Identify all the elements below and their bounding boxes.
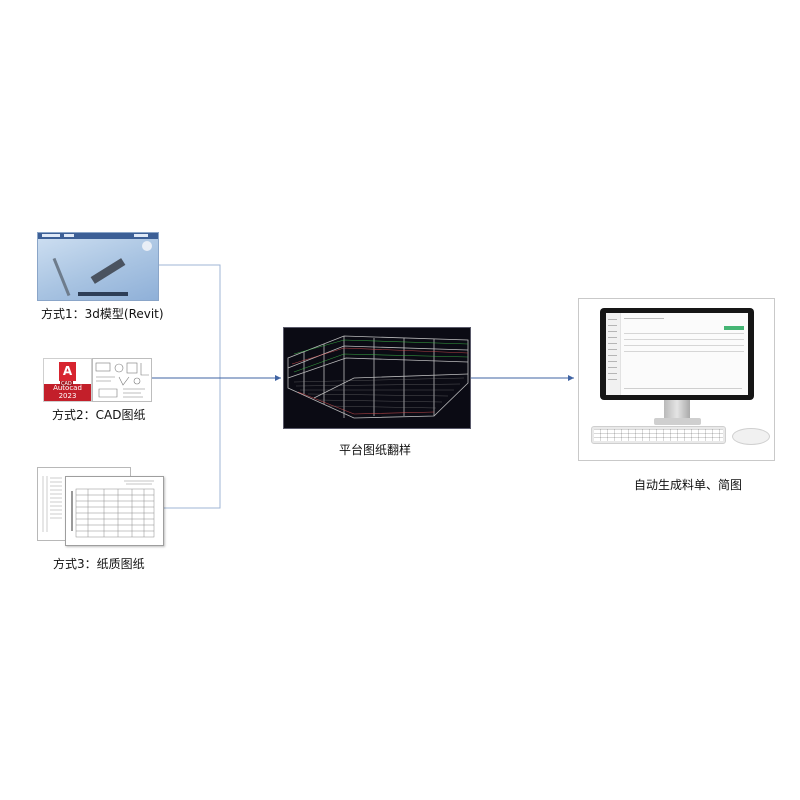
view-cube-icon [142, 241, 152, 251]
cad-drawing-thumbnail [92, 358, 152, 402]
screen-green-button [724, 326, 744, 330]
screen-table-row [624, 351, 744, 352]
method3-label: 方式3：纸质图纸 [53, 557, 145, 571]
keyboard [591, 426, 726, 444]
method2-label: 方式2：CAD图纸 [52, 408, 146, 422]
screen-sidebar [606, 313, 621, 395]
connector-method3 [163, 378, 221, 509]
autocad-letter: A [59, 362, 76, 381]
revit-viewer-thumbnail [37, 232, 159, 301]
screen-table-row [624, 333, 744, 334]
viewer-dock [78, 292, 128, 296]
mouse [732, 428, 770, 445]
screen-table-row [624, 345, 744, 346]
screen-scrollbar [624, 388, 742, 389]
method1-label: 方式1：3d模型(Revit) [41, 307, 164, 321]
output-label: 自动生成料单、简图 [634, 478, 743, 492]
autocad-band [44, 384, 91, 401]
viewer-toolbar [38, 233, 158, 239]
connector-method1 [157, 264, 221, 378]
screen-header-line [624, 318, 664, 319]
platform-label: 平台图纸翻样 [339, 443, 412, 457]
screen-table-row [624, 339, 744, 340]
paper-drawing-front [65, 476, 164, 546]
model-beam [90, 258, 126, 284]
monitor-stand [664, 400, 690, 420]
monitor-base [654, 418, 701, 425]
autocad-version: Autocad 2023 [53, 384, 82, 400]
autocad-badge: CAD [60, 381, 73, 387]
platform-model-screenshot [283, 327, 471, 429]
model-rod [52, 257, 71, 297]
monitor-screen [606, 313, 748, 395]
autocad-logo: A CAD Autocad 2023 [43, 358, 92, 402]
